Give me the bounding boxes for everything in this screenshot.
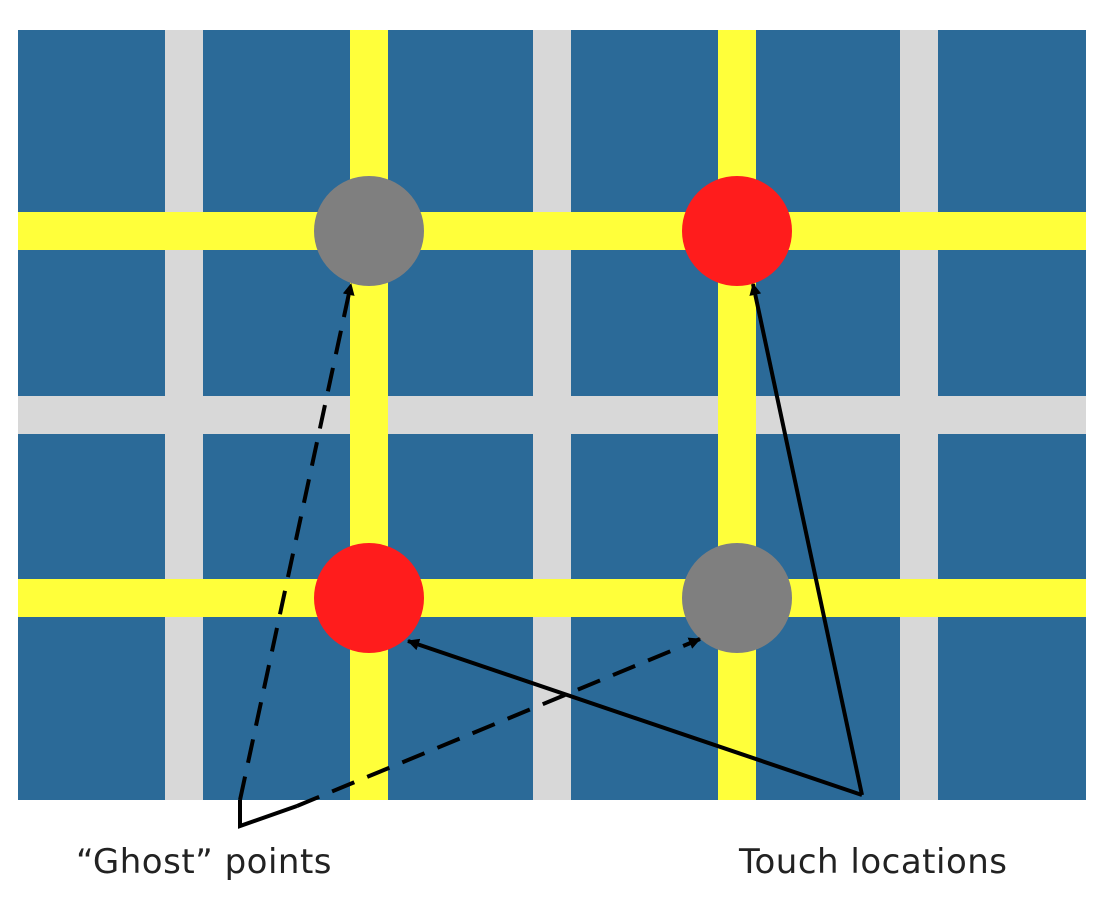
ghost-arrow (238, 283, 355, 801)
active-column-line (350, 30, 388, 800)
grid-row-line (18, 396, 1086, 434)
touch-arrow (407, 638, 863, 797)
ghost-points-label: “Ghost” points (76, 842, 332, 882)
active-row-line (18, 579, 1086, 617)
ghost-point (682, 543, 792, 653)
active-column-line (718, 30, 756, 800)
active-row-line (18, 212, 1086, 250)
touch-locations-label: Touch locations (738, 842, 1008, 882)
touch-point (314, 543, 424, 653)
touch-point (682, 176, 792, 286)
ghost-label-connector (238, 800, 298, 829)
ghost-arrow (296, 637, 701, 808)
touch-arrow (749, 283, 864, 796)
ghost-point (314, 176, 424, 286)
